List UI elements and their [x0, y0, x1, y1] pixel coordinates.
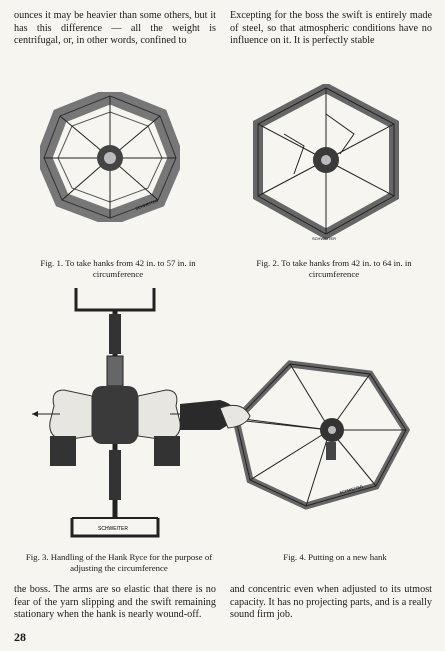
paragraph-bottom-left: the boss. The arms are so elastic that t… — [14, 584, 216, 622]
page-number: 28 — [14, 630, 26, 644]
paragraph-top-right: Excepting for the boss the swift is enti… — [230, 10, 432, 48]
caption-fig-2: Fig. 2. To take hanks from 42 in. to 64 … — [256, 258, 412, 279]
maker-mark: SCHWEITER — [339, 484, 364, 495]
paragraph-text: ounces it may be heavier than some other… — [14, 10, 216, 47]
maker-mark: SCHWEITER — [312, 236, 336, 241]
swift-illustration: SCHWEITER — [253, 82, 399, 241]
figure-3: SCHWEITER — [30, 286, 200, 538]
caption-fig-3: Fig. 3. Handling of the Hank Ryce for th… — [25, 552, 213, 573]
figure-1: SCHWEITER — [35, 87, 185, 227]
paragraph-text: and concentric even when adjusted to its… — [230, 584, 432, 621]
caption-fig-4: Fig. 4. Putting on a new hank — [283, 552, 387, 562]
swift-loading-illustration: SCHWEITER — [180, 360, 411, 510]
swift-illustration: SCHWEITER — [35, 87, 185, 227]
maker-mark: SCHWEITER — [98, 526, 128, 532]
paragraph-bottom-right: and concentric even when adjusted to its… — [230, 584, 432, 622]
figure-2: SCHWEITER — [244, 82, 409, 244]
paragraph-text: Excepting for the boss the swift is enti… — [230, 10, 432, 47]
hank-ryce-illustration: SCHWEITER — [32, 288, 198, 538]
paragraph-text: the boss. The arms are so elastic that t… — [14, 584, 216, 621]
caption-fig-1: Fig. 1. To take hanks from 42 in. to 57 … — [40, 258, 196, 279]
figure-4: SCHWEITER — [180, 360, 412, 510]
paragraph-top-left: ounces it may be heavier than some other… — [14, 10, 216, 48]
